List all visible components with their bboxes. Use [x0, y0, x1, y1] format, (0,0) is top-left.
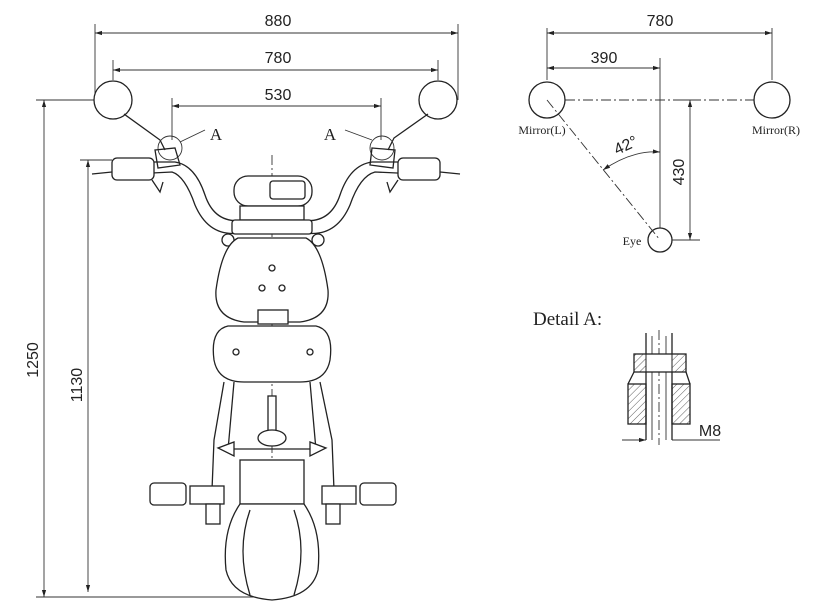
mirror-dim-430-label: 430 — [671, 159, 688, 186]
dim-1130-label: 1130 — [69, 368, 86, 403]
mirror-right-circle — [753, 81, 791, 119]
control-right — [369, 147, 396, 169]
dim-1250-label: 1250 — [25, 342, 42, 378]
mirror-stem-right — [387, 113, 429, 151]
scooter-front-view: A A — [91, 80, 461, 601]
display-screen — [269, 180, 306, 200]
mirror-right — [418, 80, 458, 120]
dim-880-label: 880 — [265, 13, 292, 30]
backrest-dot — [268, 264, 276, 272]
sight-line-left — [546, 99, 661, 241]
footpeg-bracket-left — [205, 503, 221, 525]
backrest-mount — [257, 309, 289, 325]
bar-end-right — [439, 171, 461, 175]
front-wheel — [224, 503, 320, 601]
mirror-left-label: Mirror(L) — [518, 123, 565, 137]
detail-a-circle-left — [157, 135, 183, 161]
detail-a-leader-right — [344, 129, 373, 141]
tire-tread-right — [293, 509, 302, 596]
grip-right — [397, 157, 441, 181]
detail-body-chamfer — [627, 371, 691, 385]
fork-crown — [231, 219, 313, 235]
mirror-right-label: Mirror(R) — [752, 123, 800, 137]
footrest-left — [149, 482, 187, 506]
bar-end-left — [91, 171, 113, 175]
mirror-dim-780-label: 780 — [647, 13, 674, 30]
detail-nut-hatch-left — [633, 353, 647, 373]
detail-nut-hatch-right — [671, 353, 687, 373]
display-mount — [239, 205, 305, 221]
indicator-right — [309, 441, 328, 458]
detail-a-marker-right: A — [324, 125, 337, 144]
backrest — [215, 237, 329, 323]
mirror-left — [93, 80, 133, 120]
detail-m8-label: M8 — [699, 423, 721, 440]
seat — [212, 325, 332, 383]
tire-tread-left — [242, 509, 251, 596]
detail-a-title: Detail A: — [533, 309, 602, 330]
indicator-left — [216, 441, 235, 458]
eye-label: Eye — [623, 234, 642, 248]
backrest-dot — [278, 284, 286, 292]
dim-780-label: 780 — [265, 50, 292, 67]
detail-body-hatch-right — [671, 383, 691, 425]
frame-left — [211, 381, 225, 491]
stem — [267, 395, 277, 433]
mirror-stem-left — [123, 113, 166, 151]
seat-dot — [232, 348, 240, 356]
lever-right — [386, 179, 399, 194]
mirror-dim-390-label: 390 — [591, 50, 618, 67]
detail-a-circle-right — [369, 135, 395, 161]
detail-body-hatch-left — [627, 383, 647, 425]
footrest-right — [359, 482, 397, 506]
frame-right — [319, 381, 335, 491]
mirror-viewing-diagram: 780 390 Mirror(L) Mirror(R) Eye 42° 430 — [518, 13, 800, 253]
frame-inner-right — [309, 381, 317, 451]
detail-a-leader-left — [179, 129, 206, 143]
eye-circle — [647, 227, 673, 253]
grip-left — [111, 157, 155, 181]
seat-dot — [306, 348, 314, 356]
angle-label: 42° — [612, 133, 641, 159]
detail-a-marker-left: A — [210, 125, 223, 144]
dim-530-label: 530 — [265, 87, 292, 104]
frame-inner-left — [227, 381, 235, 451]
detail-a: Detail A: M8 — [533, 309, 721, 445]
footpeg-mount-left — [189, 485, 225, 505]
control-left — [154, 147, 181, 169]
license-plate — [239, 459, 305, 505]
lever-left — [151, 179, 164, 194]
bolt-right — [311, 233, 325, 247]
footpeg-mount-right — [321, 485, 357, 505]
angle-arc — [602, 149, 661, 171]
headlight — [257, 429, 287, 447]
backrest-dot — [258, 284, 266, 292]
footpeg-bracket-right — [325, 503, 341, 525]
